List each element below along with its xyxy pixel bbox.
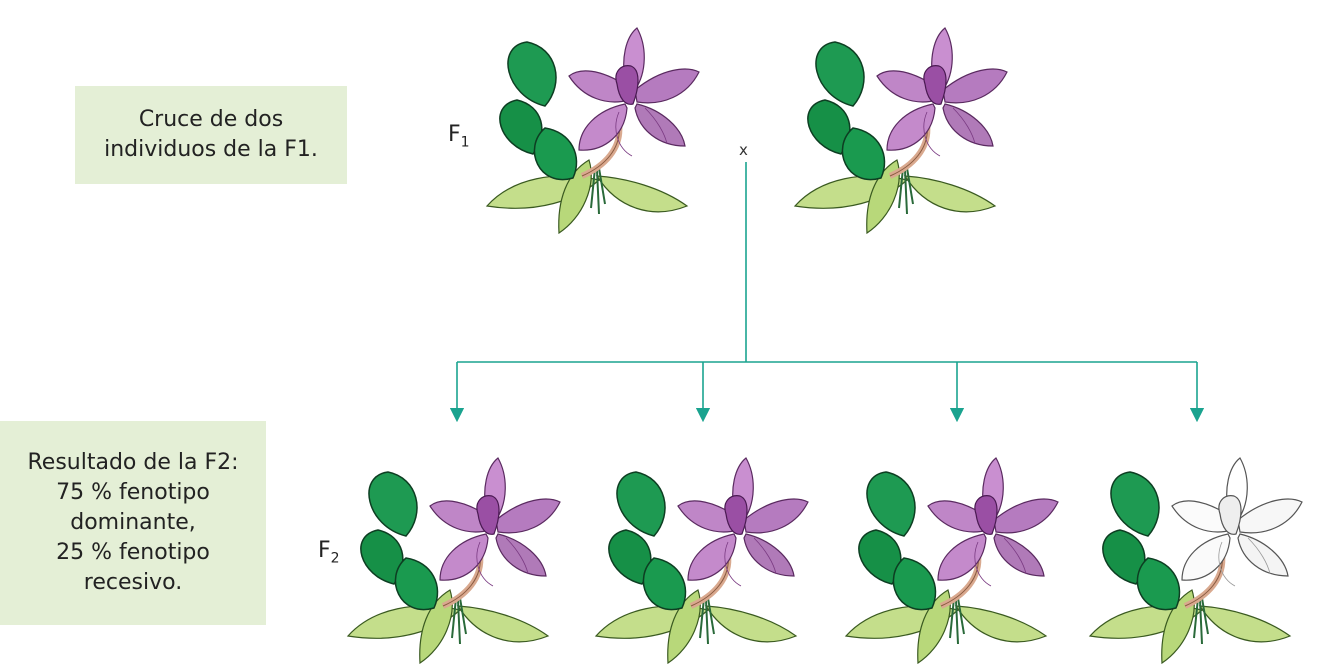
f2-label: F2 (318, 538, 340, 567)
connector-lines (449, 162, 1205, 423)
result-note: Resultado de la F2: 75 % fenotipo domina… (0, 421, 266, 625)
result-note-line-2: 75 % fenotipo (56, 480, 210, 505)
cross-symbol: x (739, 141, 748, 159)
offspring-orchid-2 (596, 457, 809, 663)
cross-note-line-2: individuos de la F1. (104, 137, 318, 162)
offspring-orchid-recessive (1090, 457, 1303, 663)
offspring-orchid-3 (846, 457, 1059, 663)
result-note-line-5: recesivo. (83, 570, 183, 595)
result-note-line-1: Resultado de la F2: (27, 450, 239, 475)
result-note-line-3: dominante, (70, 510, 196, 535)
result-note-line-4: 25 % fenotipo (56, 540, 210, 565)
parent-orchid-1 (487, 27, 700, 233)
offspring-orchid-1 (348, 457, 561, 663)
parent-orchid-2 (795, 27, 1008, 233)
f1-label: F1 (448, 122, 470, 151)
cross-note-line-1: Cruce de dos (138, 107, 284, 132)
cross-note: Cruce de dos individuos de la F1. (75, 86, 347, 184)
